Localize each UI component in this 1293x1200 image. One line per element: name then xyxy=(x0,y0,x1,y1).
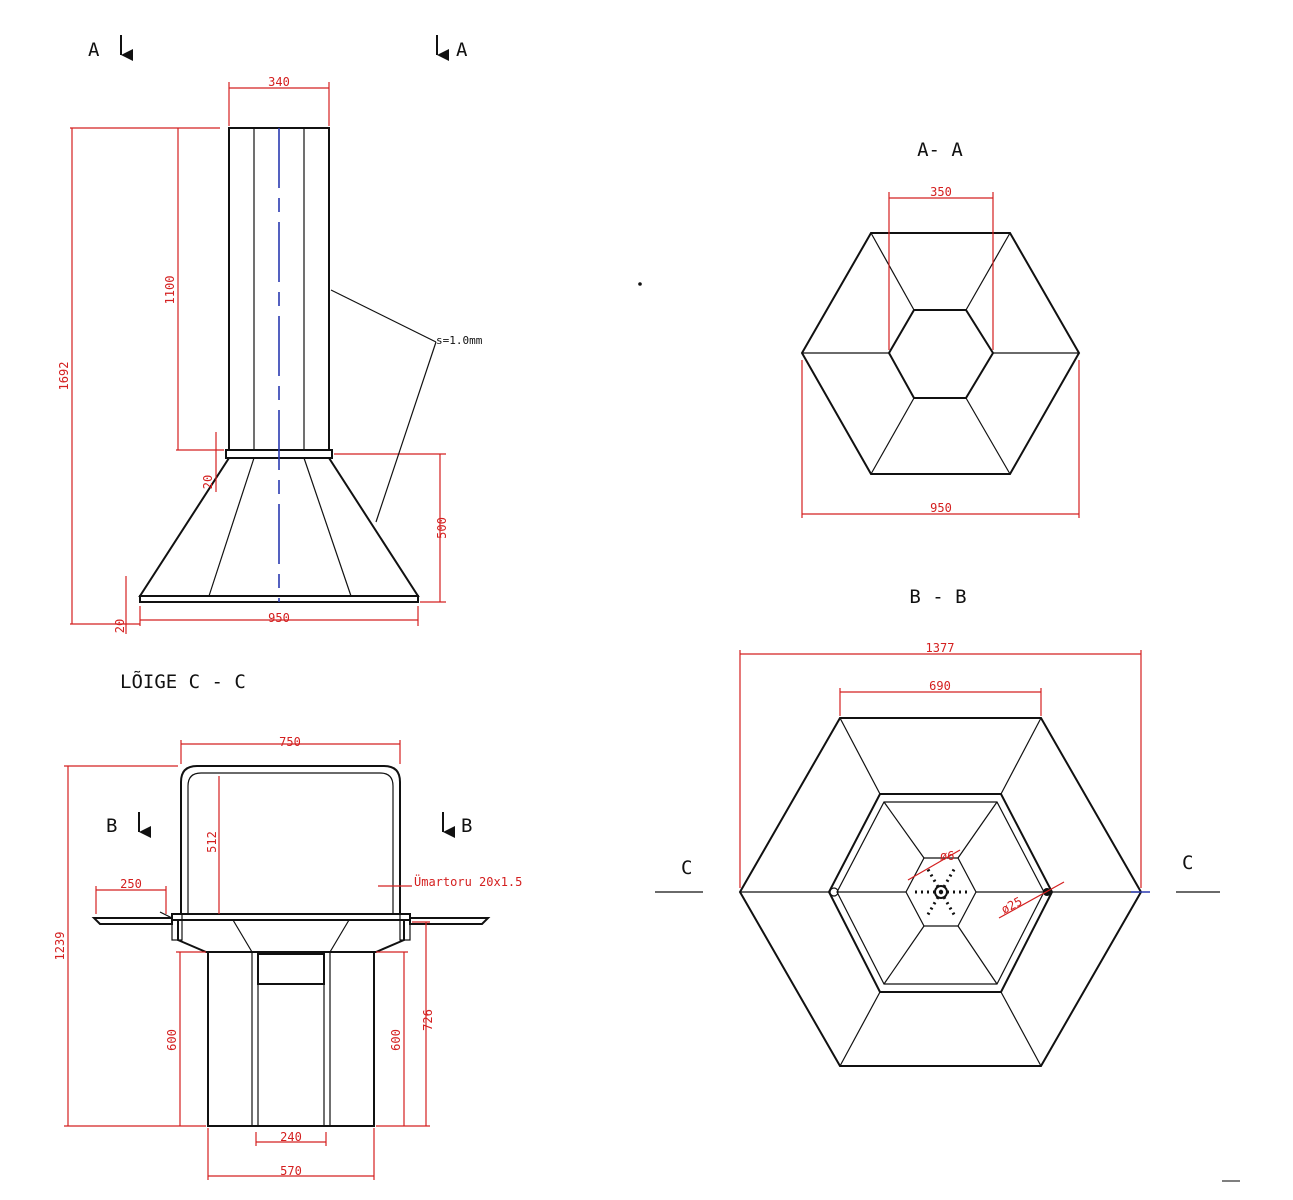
dim-frame-height: 512 xyxy=(205,831,219,853)
section-marker-b-right: B xyxy=(461,815,472,837)
dim-bb-inner: 690 xyxy=(929,679,951,693)
section-cc: LÕIGE C - C B B 750 xyxy=(53,670,522,1180)
dim-leg-left: 600 xyxy=(165,1029,179,1051)
dim-overall-height: 1239 xyxy=(53,932,67,961)
dim-leg-right: 600 xyxy=(389,1029,403,1051)
elevation-view: A A 340 1692 1100 20 xyxy=(57,35,483,634)
dim-hole-small: ø6 xyxy=(940,849,954,863)
dim-base-width: 950 xyxy=(268,611,290,625)
section-aa: A- A 350 950 xyxy=(800,139,1081,518)
dim-frame-width: 750 xyxy=(279,735,301,749)
section-marker-c-left: C xyxy=(681,857,692,879)
section-cc-title: LÕIGE C - C xyxy=(120,670,246,693)
section-bb-title: B - B xyxy=(909,586,966,608)
pipe-note: Ümartoru 20x1.5 xyxy=(414,873,522,889)
dim-chimney-height: 1100 xyxy=(163,276,177,305)
hexagon-inner xyxy=(887,309,995,399)
dim-total-height: 1692 xyxy=(57,362,71,391)
dim-bb-overall: 1377 xyxy=(926,641,955,655)
dim-shelf: 250 xyxy=(120,877,142,891)
dim-table-height: 726 xyxy=(421,1009,435,1031)
section-bb: B - B C xyxy=(655,586,1220,1067)
section-marker-a-left: A xyxy=(88,39,100,61)
tube-frame xyxy=(180,765,401,914)
dim-hole-large: ø25 xyxy=(999,894,1025,917)
shelf-left xyxy=(91,917,173,925)
dim-base: 570 xyxy=(280,1164,302,1178)
fire-bowl xyxy=(177,919,405,953)
dim-aa-outer: 950 xyxy=(930,501,952,515)
dim-base-plate: 20 xyxy=(113,619,127,633)
base-body xyxy=(207,951,375,1127)
dim-chimney-width: 340 xyxy=(268,75,290,89)
shelf-right xyxy=(409,917,491,925)
section-marker-b-left: B xyxy=(106,815,117,837)
base-opening xyxy=(257,953,325,985)
dim-cone-height: 500 xyxy=(435,517,449,539)
section-aa-title: A- A xyxy=(917,139,963,161)
dim-door: 240 xyxy=(280,1130,302,1144)
section-marker-c-right: C xyxy=(1182,852,1193,874)
thickness-note: s=1.0mm xyxy=(436,334,483,347)
section-marker-a-right: A xyxy=(456,39,468,61)
dim-aa-inner: 350 xyxy=(930,185,952,199)
dim-collar: 20 xyxy=(201,475,215,489)
